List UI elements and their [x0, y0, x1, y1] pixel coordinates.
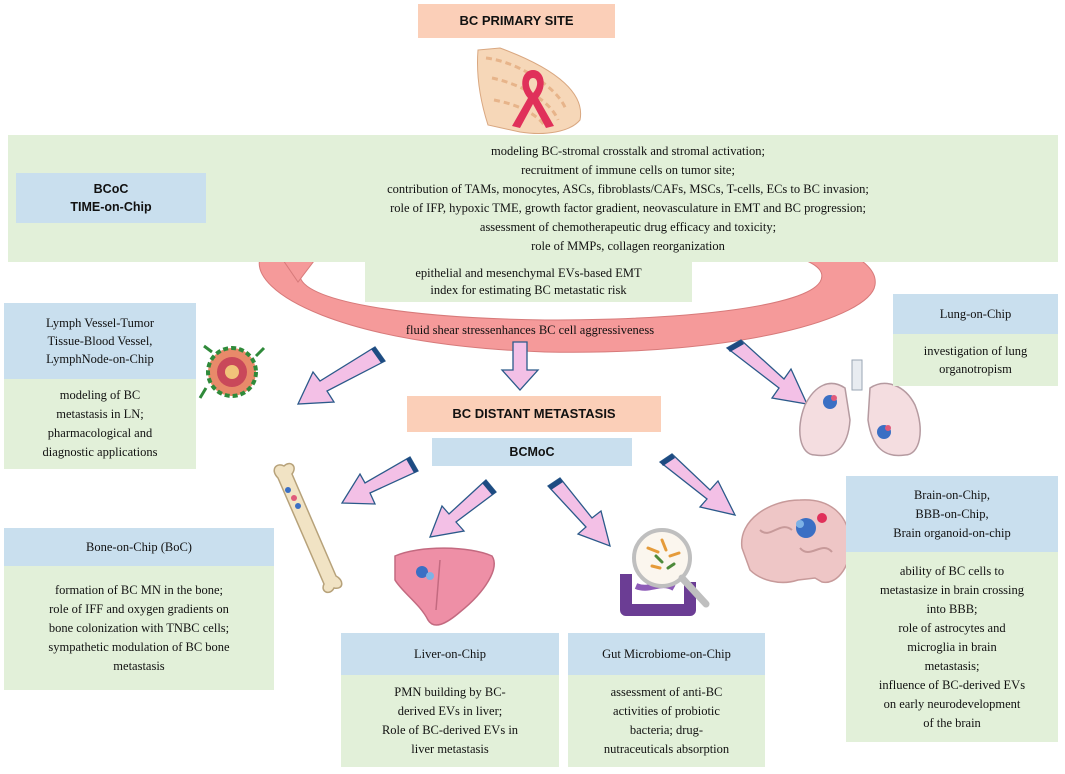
bcmoc-label: BCMoC [432, 438, 632, 466]
bcoc-title-box: BCoC TIME-on-Chip [16, 173, 206, 223]
liver-chip-title-box: Liver-on-Chip [341, 633, 559, 675]
text-line: microglia in brain [907, 639, 997, 654]
arrow-to-lymph-node [296, 346, 386, 405]
text-line: activities of probiotic [613, 704, 720, 718]
bcoc-description-box: modeling BC-stromal crosstalk and stroma… [8, 135, 1058, 262]
text-line: nutraceuticals absorption [603, 742, 730, 756]
bone-chip-description-lines: formation of BC MN in the bone; role of I… [4, 566, 274, 690]
bone-icon [273, 462, 343, 594]
bone-chip-title-box: Bone-on-Chip (BoC) [4, 528, 274, 566]
text-line: metastasis in LN; [56, 407, 144, 421]
text-line: liver metastasis [411, 742, 489, 756]
text-line: contribution of TAMs, monocytes, ASCs, f… [387, 181, 869, 196]
liver-chip-description-lines: PMN building by BC-derived EVs in liver;… [341, 675, 559, 767]
text-line: BCoC [93, 182, 129, 196]
lymph-chip-description-box: modeling of BC metastasis in LN; pharmacol… [4, 379, 196, 469]
text-line: pharmacological and [47, 426, 153, 440]
text-line: metastasis; [924, 658, 980, 673]
text-line: bacteria; drug- [629, 723, 704, 737]
arrow-to-bone [340, 456, 419, 505]
text-line: diagnostic applications [42, 445, 158, 459]
text-line: assessment of chemotherapeutic drug effi… [479, 219, 777, 234]
text-line: metastasis [113, 658, 165, 673]
intestine-microbiome-icon [620, 528, 710, 616]
awareness-ribbon-icon [512, 70, 554, 128]
liver-chip-description-box: PMN building by BC-derived EVs in liver;… [341, 675, 559, 767]
text-line: ability of BC cells to [899, 563, 1005, 578]
text-line: organotropism [939, 362, 1012, 376]
text-line: derived EVs in liver; [397, 704, 503, 718]
text-line: recruitment of immune cells on tumor sit… [521, 162, 735, 177]
lung-chip-description-box: investigation of lung organotropism [893, 334, 1058, 386]
text-line: Tissue-Blood Vessel, [47, 334, 153, 348]
arrow-ring-to-distant [500, 341, 540, 391]
lymph-chip-description-lines: modeling of BC metastasis in LN; pharmacol… [4, 379, 196, 469]
text-line: role of IFF and oxygen gradients on [49, 601, 229, 616]
arrow-to-liver [428, 479, 497, 538]
liver-icon [394, 547, 495, 626]
text-line: Brain-on-Chip, [913, 487, 991, 502]
text-line: metastasize in brain crossing [879, 582, 1025, 597]
arrow-to-lung [725, 339, 809, 405]
text-line: role of MMPs, collagen reorganization [531, 238, 725, 253]
lymph-node-icon [198, 344, 266, 399]
arrow-to-gut [547, 477, 611, 548]
lungs-icon [799, 359, 921, 457]
emt-index-box: epithelial and mesenchymal EVs-based EMT… [365, 262, 692, 302]
fluid-shear-label: fluid shear stressenhances BC cell aggre… [405, 323, 655, 337]
gut-chip-description-box: assessment of anti-BC activities of probi… [568, 675, 765, 767]
text-line: BBB-on-Chip, [915, 506, 989, 521]
emt-index-lines: epithelial and mesenchymal EVs-based EMT… [365, 262, 692, 302]
text-line: Role of BC-derived EVs in [381, 723, 519, 737]
brain-chip-description-lines: ability of BC cells to metastasize in bra… [846, 552, 1058, 742]
distant-metastasis-label: BC DISTANT METASTASIS [407, 396, 661, 432]
text-line: Brain organoid-on-chip [893, 525, 1011, 540]
text-line: formation of BC MN in the bone; [54, 582, 224, 597]
text-line: assessment of anti-BC [610, 685, 723, 699]
gut-chip-description-lines: assessment of anti-BC activities of probi… [568, 675, 765, 767]
text-line: into BBB; [926, 601, 978, 616]
arrow-to-brain [658, 453, 737, 516]
gut-chip-title-box: Gut Microbiome-on-Chip [568, 633, 765, 675]
text-line: modeling BC-stromal crosstalk and stroma… [491, 143, 765, 158]
text-line: of the brain [923, 715, 981, 730]
text-line: PMN building by BC- [394, 685, 506, 699]
text-line: role of astrocytes and [898, 620, 1006, 635]
text-line: TIME-on-Chip [70, 200, 152, 214]
text-line: role of IFP, hypoxic TME, growth factor … [390, 200, 866, 215]
brain-chip-description-box: ability of BC cells to metastasize in bra… [846, 552, 1058, 742]
primary-site-label: BC PRIMARY SITE [418, 4, 615, 38]
text-line: sympathetic modulation of BC bone [48, 639, 230, 654]
brain-chip-title-box: Brain-on-Chip, BBB-on-Chip, Brain organoid… [846, 476, 1058, 552]
text-line: on early neurodevelopment [883, 696, 1021, 711]
text-line: LymphNode-on-Chip [46, 352, 154, 366]
text-line: bone colonization with TNBC cells; [48, 620, 230, 635]
text-line: index for estimating BC metastatic risk [430, 283, 627, 297]
brain-icon [741, 499, 851, 584]
text-line: modeling of BC [59, 388, 141, 402]
bcoc-title-lines: BCoC TIME-on-Chip [16, 173, 206, 223]
brain-chip-title-lines: Brain-on-Chip, BBB-on-Chip, Brain organoid… [846, 476, 1058, 552]
bone-chip-description-box: formation of BC MN in the bone; role of I… [4, 566, 274, 690]
lung-chip-title-box: Lung-on-Chip [893, 294, 1058, 334]
text-line: influence of BC-derived EVs [878, 677, 1026, 692]
bcoc-description-lines: modeling BC-stromal crosstalk and stroma… [198, 135, 1058, 262]
text-line: epithelial and mesenchymal EVs-based EMT [415, 266, 642, 280]
lung-chip-description-lines: investigation of lung organotropism [893, 334, 1058, 386]
text-line: investigation of lung [923, 344, 1028, 358]
text-line: Lymph Vessel-Tumor [45, 316, 154, 330]
